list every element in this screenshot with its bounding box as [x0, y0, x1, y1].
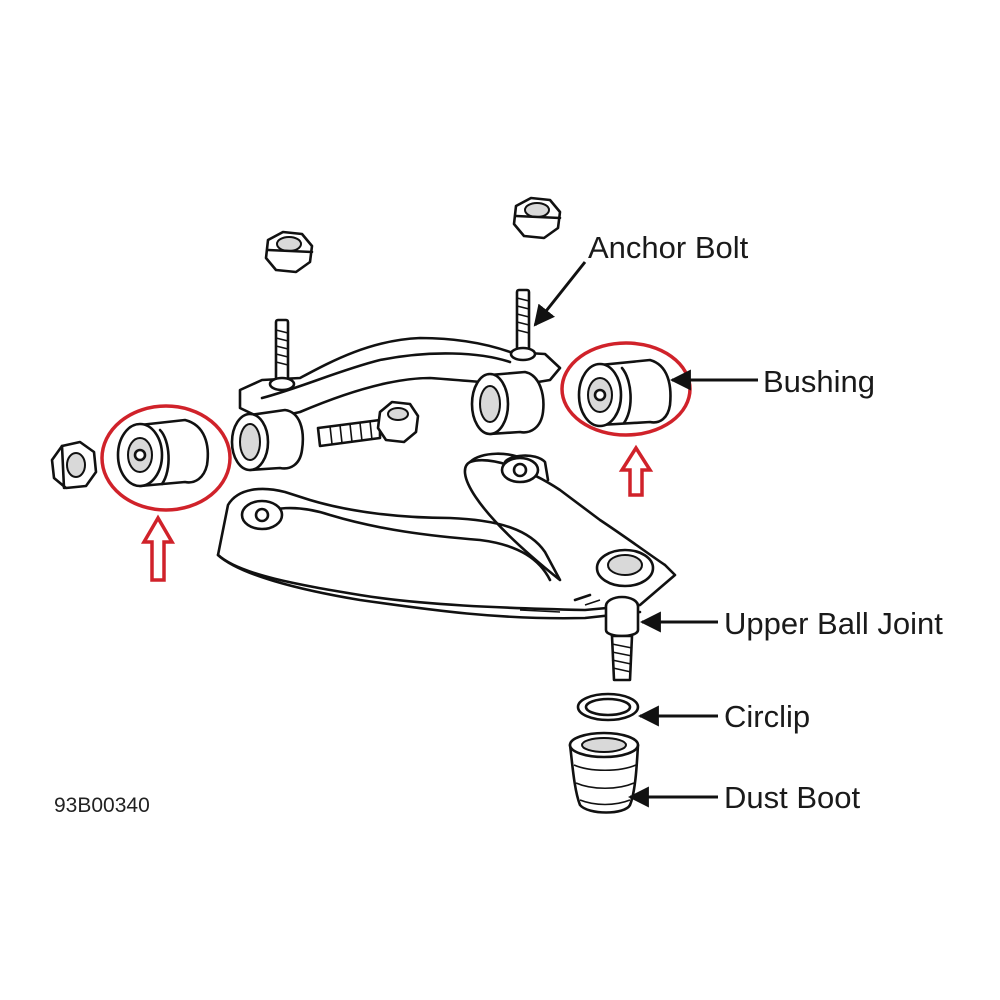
nut-top-right: [512, 196, 562, 240]
leader-anchor-bolt: [533, 261, 587, 327]
label-circlip: Circlip: [724, 699, 810, 734]
highlight-circle-left: [100, 404, 232, 512]
anchor-bolt-left: [268, 318, 296, 392]
highlight-arrow-right: [618, 444, 654, 497]
upper-control-arm: [216, 452, 677, 620]
bushing-right: [577, 358, 672, 428]
label-anchor-bolt: Anchor Bolt: [588, 230, 749, 265]
bushing-left: [116, 418, 210, 488]
label-dust-boot: Dust Boot: [724, 780, 861, 815]
circlip: [576, 692, 640, 722]
dust-boot: [568, 731, 640, 814]
highlight-arrow-left: [140, 514, 176, 582]
collar-right: [470, 370, 545, 436]
label-upper-ball-joint: Upper Ball Joint: [724, 606, 943, 641]
anchor-bolt-right: [509, 288, 537, 362]
nut-top-left: [264, 230, 314, 274]
figure-code: 93B00340: [54, 794, 150, 817]
label-bushing: Bushing: [763, 364, 875, 399]
collar-left: [230, 408, 305, 472]
center-bolt: [316, 400, 420, 448]
ball-joint-stud: [604, 595, 640, 682]
ball-joint-housing: [595, 548, 655, 588]
cross-shaft-mount: [238, 288, 562, 422]
nut-left: [50, 440, 98, 490]
